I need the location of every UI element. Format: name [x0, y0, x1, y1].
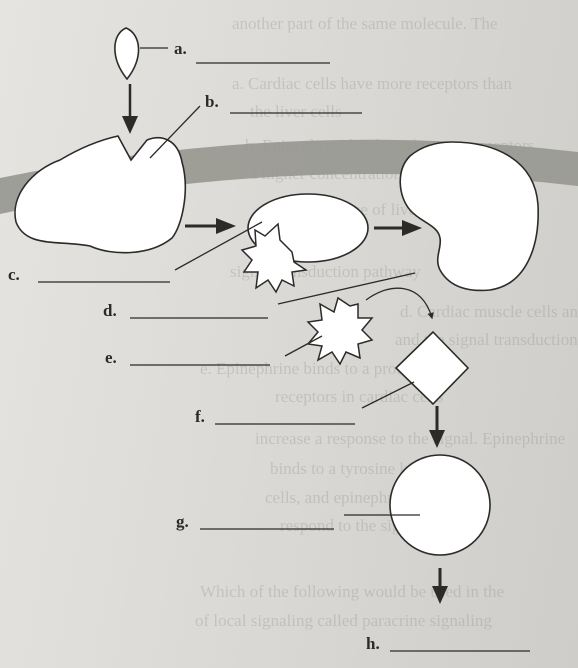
bleed-through-line: a. Cardiac cells have more receptors tha…: [232, 74, 512, 93]
target-protein-circle: [389, 454, 491, 556]
label-g: g.: [176, 512, 189, 531]
arrow-complex-to-relay: [374, 220, 422, 236]
bleed-through-line: d. Cardiac muscle cells and liver cells: [400, 302, 578, 321]
arrow-signal-to-receptor: [122, 84, 138, 134]
leader-line-b: [149, 105, 201, 159]
arrow-diamond-to-circle: [429, 406, 445, 448]
bleed-through-line: Which of the following would be used in …: [200, 582, 505, 601]
label-c: c.: [8, 265, 20, 284]
relay-protein-shape: [399, 141, 539, 292]
label-a: a.: [174, 39, 187, 58]
label-e: e.: [105, 348, 117, 367]
arrow-receptor-to-complex: [185, 218, 236, 234]
leader-line-f: [361, 381, 415, 409]
arrow-circle-to-response: [432, 568, 448, 604]
starburst-on-oval: [240, 222, 309, 294]
bleed-through-line: cells, and epinephrine: [265, 488, 414, 507]
receptor-shape: [14, 135, 187, 254]
label-f: f.: [195, 407, 205, 426]
leader-line-e: [284, 335, 323, 357]
bleed-through-line: of local signaling called paracrine sign…: [195, 611, 492, 630]
protein-kinase-diamond: [394, 330, 470, 406]
second-messenger-starburst: [306, 296, 374, 366]
bleed-through-line: another part of the same molecule. The: [232, 14, 498, 33]
signal-molecule-shape: [114, 27, 140, 81]
bleed-through-line: respond to the signal.: [280, 516, 426, 535]
leader-line-c: [174, 221, 263, 271]
leader-line-d: [277, 272, 416, 305]
bleed-through-line: e. Epinephrine binds to a protein: [200, 359, 422, 378]
bleed-through-line: increase a response to the signal. Epine…: [255, 429, 566, 448]
bleed-through-line: binds to a tyrosine kinase: [270, 459, 443, 478]
label-b: b.: [205, 92, 219, 111]
label-h: h.: [366, 634, 380, 653]
bleed-through-line: receptors in cardiac cells: [275, 387, 444, 406]
arrow-relay-to-diamond: [365, 287, 434, 320]
label-d: d.: [103, 301, 117, 320]
bleed-through-line: the liver cells: [250, 102, 342, 121]
